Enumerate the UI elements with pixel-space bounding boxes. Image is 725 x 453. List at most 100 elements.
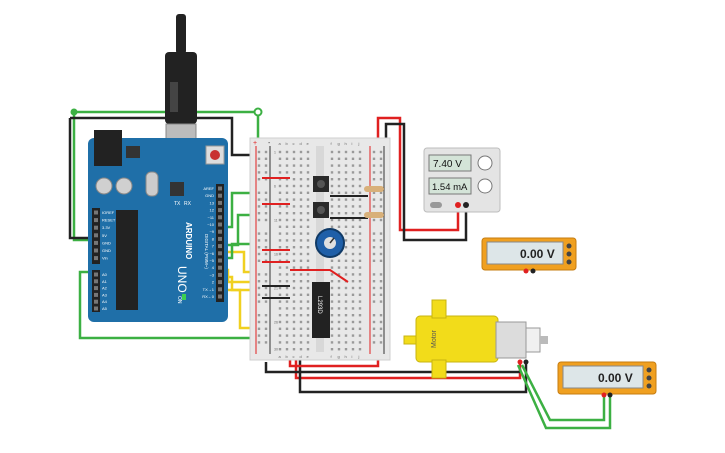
breadboard-hole[interactable]: [358, 348, 362, 351]
rail-hole[interactable]: [372, 314, 376, 317]
breadboard-hole[interactable]: [358, 280, 362, 283]
dc-motor[interactable]: Motor: [403, 299, 548, 379]
power-pin[interactable]: [94, 240, 98, 245]
breadboard-hole[interactable]: [306, 259, 310, 262]
digital-pin[interactable]: [218, 272, 222, 277]
rail-hole[interactable]: [264, 286, 268, 290]
breadboard-hole[interactable]: [292, 341, 296, 344]
breadboard-hole[interactable]: [344, 341, 348, 344]
breadboard-hole[interactable]: [351, 150, 355, 154]
breadboard-hole[interactable]: [330, 225, 334, 228]
power-pin[interactable]: [94, 225, 98, 230]
breadboard-hole[interactable]: [292, 178, 296, 181]
breadboard-hole[interactable]: [330, 198, 334, 201]
rail-hole[interactable]: [264, 273, 268, 276]
breadboard-hole[interactable]: [351, 348, 355, 351]
breadboard-hole[interactable]: [278, 341, 282, 344]
breadboard-hole[interactable]: [358, 334, 362, 337]
breadboard-hole[interactable]: [292, 307, 296, 310]
power-pin[interactable]: [94, 248, 98, 253]
rail-hole[interactable]: [264, 198, 268, 201]
breadboard-hole[interactable]: [278, 239, 282, 242]
breadboard-hole[interactable]: [330, 171, 334, 174]
rail-hole[interactable]: [257, 334, 261, 337]
breadboard-hole[interactable]: [344, 232, 348, 235]
rail-hole[interactable]: [372, 246, 376, 249]
breadboard-hole[interactable]: [292, 218, 296, 222]
breadboard-hole[interactable]: [344, 239, 348, 242]
rail-hole[interactable]: [264, 191, 268, 194]
rail-hole[interactable]: [372, 300, 376, 303]
breadboard-hole[interactable]: [292, 252, 296, 256]
breadboard-hole[interactable]: [278, 348, 282, 351]
rail-hole[interactable]: [379, 300, 383, 303]
breadboard-hole[interactable]: [285, 157, 289, 160]
rail-hole[interactable]: [257, 259, 261, 262]
breadboard-hole[interactable]: [337, 334, 341, 337]
breadboard-hole[interactable]: [351, 225, 355, 228]
breadboard-hole[interactable]: [306, 225, 310, 228]
breadboard-hole[interactable]: [330, 327, 334, 330]
multimeter-top-probe-black[interactable]: [530, 268, 536, 274]
breadboard-hole[interactable]: [292, 327, 296, 330]
rail-hole[interactable]: [372, 178, 376, 181]
breadboard-hole[interactable]: [285, 212, 289, 215]
breadboard-hole[interactable]: [299, 178, 303, 181]
breadboard-hole[interactable]: [292, 246, 296, 249]
breadboard-hole[interactable]: [285, 259, 289, 262]
rail-hole[interactable]: [379, 273, 383, 276]
breadboard-hole[interactable]: [330, 205, 334, 208]
breadboard-hole[interactable]: [344, 320, 348, 324]
breadboard-hole[interactable]: [351, 273, 355, 276]
rail-hole[interactable]: [257, 232, 261, 235]
multimeter-top[interactable]: 0.00 V: [481, 237, 577, 274]
breadboard-hole[interactable]: [358, 341, 362, 344]
multimeter-top-mode-dot[interactable]: [566, 259, 572, 265]
psu-switch[interactable]: [430, 202, 442, 208]
digital-pin[interactable]: [218, 294, 222, 299]
breadboard-hole[interactable]: [351, 320, 355, 324]
breadboard-hole[interactable]: [285, 239, 289, 242]
power-pin[interactable]: [94, 218, 98, 223]
breadboard-hole[interactable]: [299, 327, 303, 330]
wire-green-motor-meter-2[interactable]: [516, 364, 612, 430]
breadboard-hole[interactable]: [299, 293, 303, 296]
rail-hole[interactable]: [372, 341, 376, 344]
breadboard-hole[interactable]: [358, 184, 362, 188]
breadboard-hole[interactable]: [344, 334, 348, 337]
breadboard-hole[interactable]: [330, 157, 334, 160]
breadboard-hole[interactable]: [330, 341, 334, 344]
breadboard-hole[interactable]: [351, 314, 355, 317]
breadboard-hole[interactable]: [351, 212, 355, 215]
breadboard-hole[interactable]: [337, 157, 341, 160]
multimeter-bottom-probe-black[interactable]: [607, 392, 613, 398]
breadboard-hole[interactable]: [330, 334, 334, 337]
breadboard-hole[interactable]: [330, 184, 334, 188]
power-pin[interactable]: [94, 256, 98, 261]
breadboard-hole[interactable]: [351, 246, 355, 249]
digital-pin[interactable]: [218, 193, 222, 198]
rail-hole[interactable]: [372, 320, 376, 324]
breadboard-hole[interactable]: [306, 246, 310, 249]
rail-hole[interactable]: [379, 286, 383, 290]
wire-green-motor-meter[interactable]: [520, 364, 606, 422]
rail-hole[interactable]: [372, 205, 376, 208]
breadboard-hole[interactable]: [344, 300, 348, 303]
breadboard-hole[interactable]: [330, 300, 334, 303]
wire-red-psu[interactable]: [376, 116, 460, 232]
breadboard-hole[interactable]: [278, 300, 282, 303]
rail-hole[interactable]: [264, 300, 268, 303]
breadboard-hole[interactable]: [330, 348, 334, 351]
breadboard-hole[interactable]: [285, 178, 289, 181]
breadboard-hole[interactable]: [358, 252, 362, 256]
breadboard-hole[interactable]: [351, 252, 355, 256]
breadboard-hole[interactable]: [344, 184, 348, 188]
rail-hole[interactable]: [264, 205, 268, 208]
rail-hole[interactable]: [372, 150, 376, 154]
rail-hole[interactable]: [264, 341, 268, 344]
breadboard-hole[interactable]: [358, 178, 362, 181]
breadboard-hole[interactable]: [285, 341, 289, 344]
breadboard-hole[interactable]: [285, 225, 289, 228]
